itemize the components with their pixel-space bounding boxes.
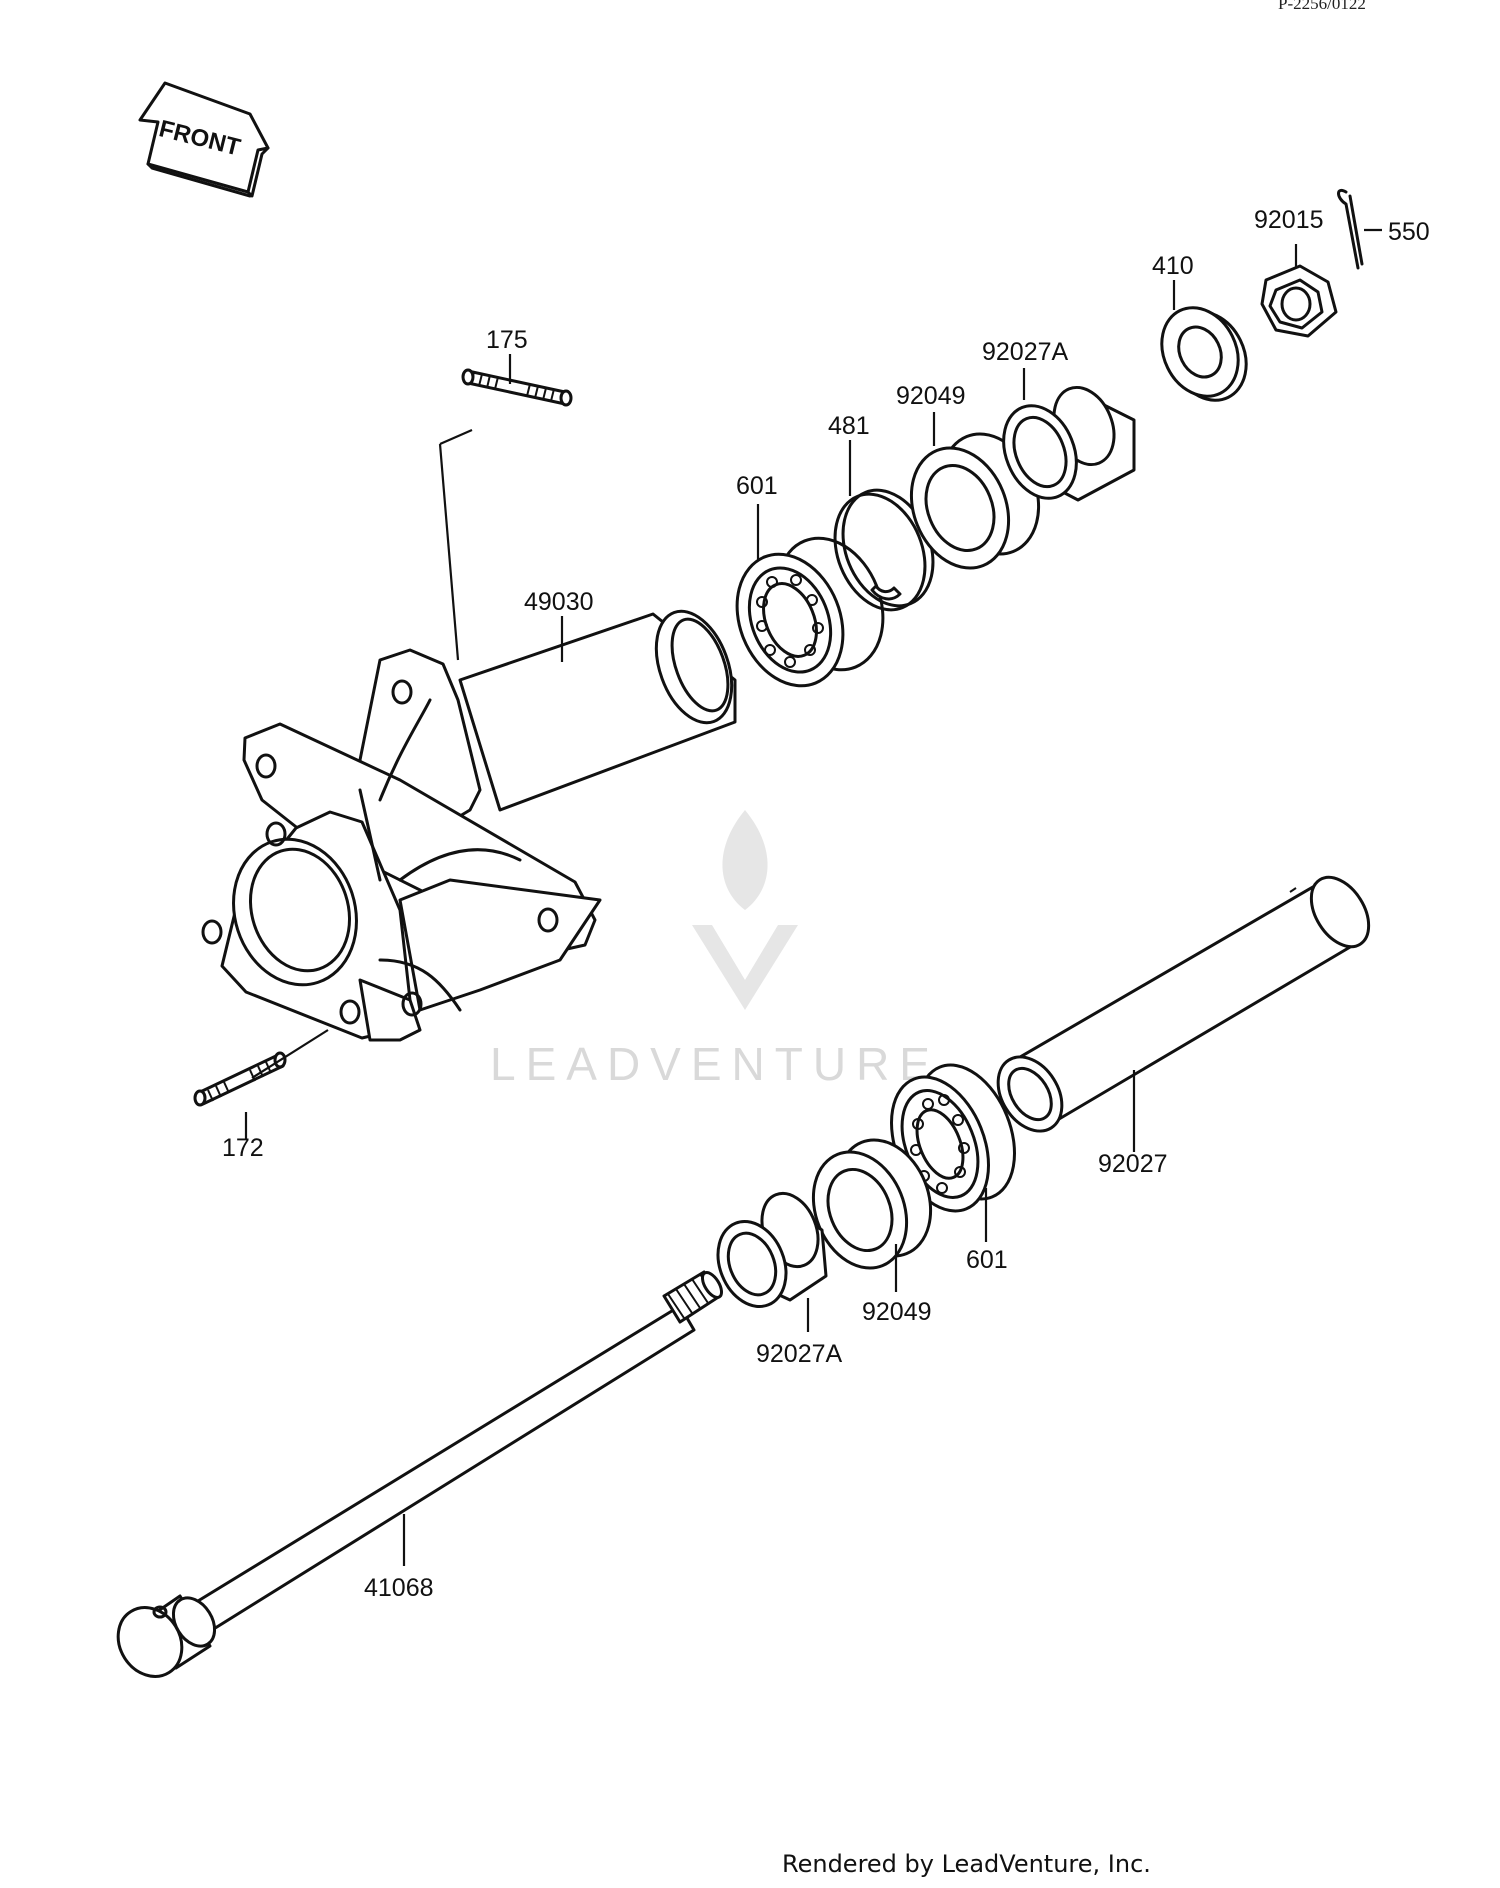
- label-41068: 41068: [364, 1574, 434, 1602]
- watermark: LEADVENTURE: [490, 810, 940, 1090]
- oil-seal-92049-bottom: [811, 1138, 933, 1270]
- part-labels: 175 172 49030 601 481 92049 92027A 410 9…: [222, 206, 1430, 1602]
- collar-92027A-bottom: [716, 1191, 828, 1309]
- reference-code: P-2256/0122: [1278, 0, 1366, 13]
- collar-92027A-top: [1002, 385, 1136, 502]
- cotter-pin-550: [1337, 189, 1364, 270]
- label-410: 410: [1152, 252, 1194, 280]
- label-601-bottom: 601: [966, 1246, 1008, 1274]
- hub-49030: [201, 609, 737, 1042]
- label-172: 172: [222, 1134, 264, 1162]
- front-arrow-icon: FRONT: [138, 81, 270, 198]
- label-49030: 49030: [524, 588, 594, 616]
- label-92049-top: 92049: [896, 382, 966, 410]
- bearing-601-top: [735, 536, 885, 688]
- footer-credit: Rendered by LeadVenture, Inc.: [782, 1850, 1151, 1878]
- axle-41068: [116, 1270, 724, 1678]
- label-92027: 92027: [1098, 1150, 1168, 1178]
- label-175: 175: [486, 326, 528, 354]
- stud-175: [461, 368, 573, 407]
- label-481: 481: [828, 412, 870, 440]
- label-92027A-bottom: 92027A: [756, 1340, 843, 1368]
- washer-410: [1160, 306, 1248, 402]
- label-92015: 92015: [1254, 206, 1324, 234]
- label-92049-bottom: 92049: [862, 1298, 932, 1326]
- label-601-top: 601: [736, 472, 778, 500]
- leadventure-logo-icon: [692, 810, 798, 1010]
- label-550: 550: [1388, 218, 1430, 246]
- leader-lines: [244, 228, 1382, 1566]
- stud-172: [193, 1051, 287, 1107]
- watermark-text: LEADVENTURE: [490, 1038, 940, 1090]
- collar-92027: [996, 875, 1371, 1133]
- label-92027A-top: 92027A: [982, 338, 1069, 366]
- nut-92015: [1260, 264, 1338, 338]
